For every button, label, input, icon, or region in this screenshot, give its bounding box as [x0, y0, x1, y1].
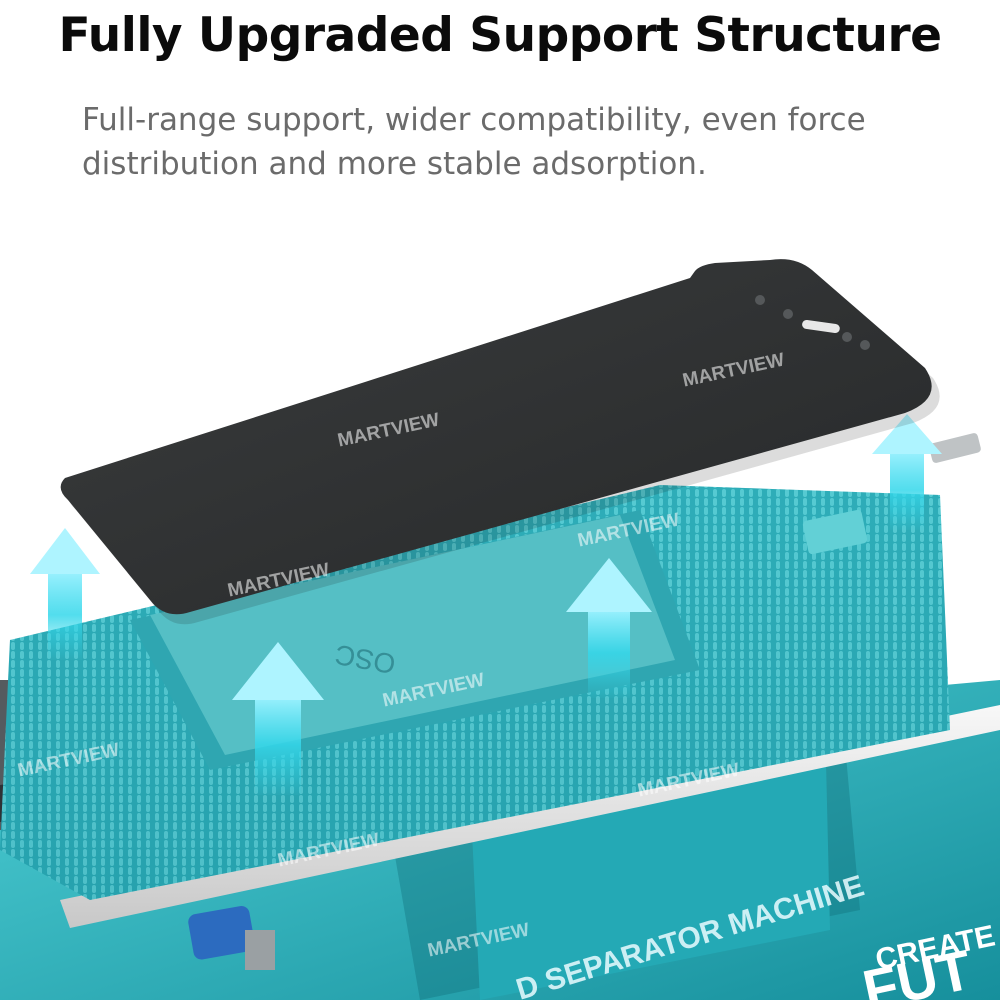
lift-arrow-right	[872, 414, 942, 530]
product-illustration: D SEPARATOR MACHINE CREATE FUT OSC	[0, 259, 1000, 1000]
lift-arrow-left	[30, 528, 100, 660]
adjust-knob	[188, 906, 275, 970]
product-scene: D SEPARATOR MACHINE CREATE FUT OSC	[0, 210, 1000, 1000]
lift-arrow-center	[566, 558, 652, 698]
phone-screen	[60, 259, 940, 625]
lift-arrow-center-left	[232, 642, 324, 795]
headline: Fully Upgraded Support Structure	[58, 8, 942, 63]
subtitle: Full-range support, wider compatibility,…	[82, 102, 866, 182]
